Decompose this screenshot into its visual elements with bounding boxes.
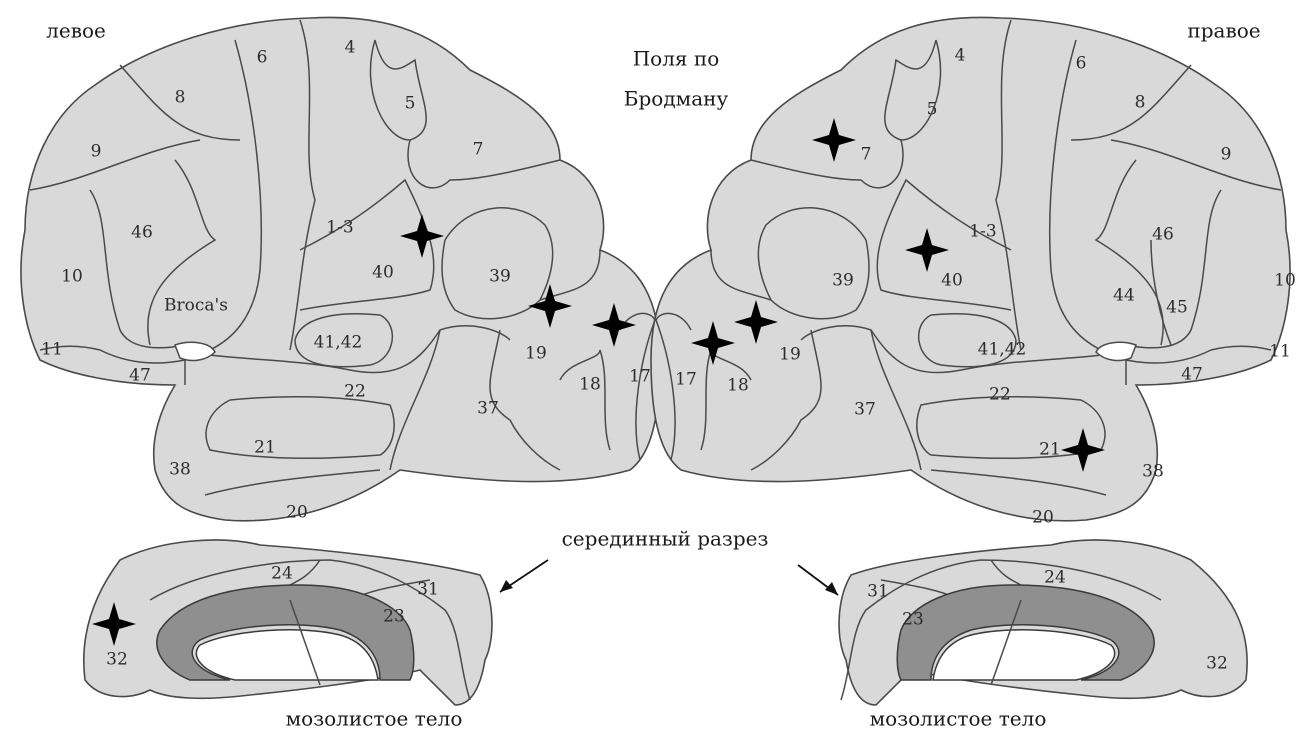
area-21-label: 21 — [254, 438, 276, 458]
midsagittal-caption: серединный разрез — [562, 527, 769, 551]
area-4-label: 4 — [345, 38, 356, 58]
area-6-label: 6 — [1076, 54, 1087, 74]
area-8-label: 8 — [1135, 93, 1146, 113]
right-medial-section — [839, 540, 1247, 705]
area-5-label: 5 — [405, 94, 416, 114]
area-11-label: 11 — [41, 340, 63, 360]
left-hemisphere-outline — [21, 17, 660, 520]
area-40-label: 40 — [941, 271, 963, 291]
area-41-42-label: 41,42 — [314, 333, 363, 353]
brocas-area-label: Broca's — [164, 296, 228, 316]
right-hemisphere-caption: правое — [1187, 19, 1260, 43]
area-8-label: 8 — [175, 88, 186, 108]
arrowhead-right — [825, 582, 838, 595]
area-20-label: 20 — [286, 503, 308, 523]
area-18-label: 18 — [579, 375, 601, 395]
area-38-label: 38 — [1142, 462, 1164, 482]
area-37-label: 37 — [477, 399, 499, 419]
area-46-label: 46 — [1152, 225, 1174, 245]
area-5-label: 5 — [927, 100, 938, 120]
area-39-label: 39 — [489, 267, 511, 287]
area-19-label: 19 — [525, 344, 547, 364]
area-44-label: 44 — [1113, 286, 1135, 306]
area-18-label: 18 — [727, 376, 749, 396]
area-47-label: 47 — [129, 366, 151, 386]
area-45-label: 45 — [1166, 298, 1188, 318]
area-9-label: 9 — [1221, 145, 1232, 165]
area-37-label: 37 — [854, 400, 876, 420]
area-10-label: 10 — [61, 267, 83, 287]
area-21-label: 21 — [1039, 440, 1061, 460]
area-17-label: 17 — [675, 370, 697, 390]
area-17-label: 17 — [629, 367, 651, 387]
right-hemisphere-outline — [651, 17, 1290, 520]
area-31-label: 31 — [867, 582, 889, 602]
area-39-label: 39 — [832, 271, 854, 291]
area-38-label: 38 — [169, 460, 191, 480]
area-23-label: 23 — [902, 610, 924, 630]
corpus-callosum-caption-left: мозолистое тело — [286, 707, 463, 731]
area-31-label: 31 — [417, 580, 439, 600]
left-lateral-hemisphere — [21, 17, 660, 520]
left-hemisphere-caption: левое — [46, 19, 106, 43]
area-24-label: 24 — [271, 564, 293, 584]
area-19-label: 19 — [779, 345, 801, 365]
area-1-3-label: 1-3 — [326, 218, 353, 238]
area-46-label: 46 — [131, 223, 153, 243]
area-22-label: 22 — [344, 382, 366, 402]
right-lateral-hemisphere — [651, 17, 1290, 520]
title-line-1: Поля по — [633, 47, 720, 71]
area-6-label: 6 — [257, 48, 268, 68]
area-20-label: 20 — [1032, 508, 1054, 528]
area-7-label: 7 — [473, 140, 484, 160]
area-47-label: 47 — [1181, 365, 1203, 385]
area-1-3-label: 1-3 — [969, 222, 996, 242]
area-10-label: 10 — [1274, 271, 1296, 291]
area-32-label: 32 — [1206, 654, 1228, 674]
area-9-label: 9 — [91, 142, 102, 162]
arrowhead-left — [500, 580, 513, 592]
title-line-2: Бродману — [624, 87, 729, 111]
area-7-label: 7 — [861, 145, 872, 165]
area-23-label: 23 — [383, 607, 405, 627]
area-40-label: 40 — [372, 263, 394, 283]
area-22-label: 22 — [989, 385, 1011, 405]
area-11-label: 11 — [1269, 342, 1291, 362]
area-41-42-label: 41,42 — [978, 340, 1027, 360]
area-32-label: 32 — [106, 650, 128, 670]
area-4-label: 4 — [955, 46, 966, 66]
corpus-callosum-caption-right: мозолистое тело — [870, 707, 1047, 731]
area-24-label: 24 — [1044, 568, 1066, 588]
